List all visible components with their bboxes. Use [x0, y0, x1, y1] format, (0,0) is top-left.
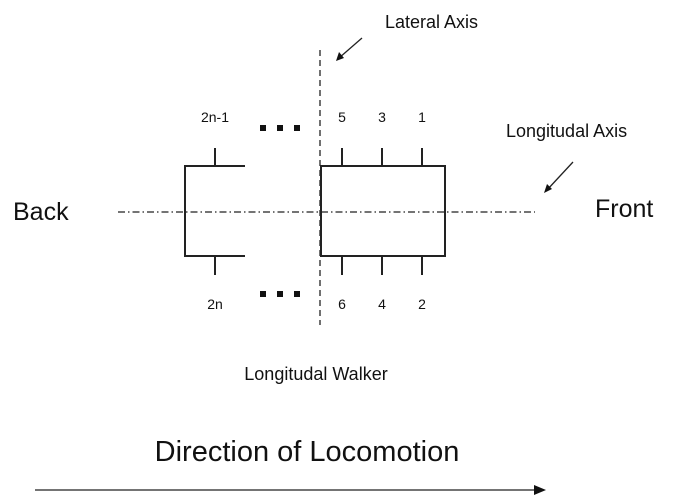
leg-label-4: 4 [378, 296, 386, 312]
body-front-segment [320, 165, 446, 257]
longitudinal-axis-pointer [546, 161, 574, 191]
longitudinal-axis-label: Longitudal Axis [506, 121, 627, 141]
body-rear-segment [184, 165, 245, 257]
leg-label-2n-1: 2n-1 [201, 109, 229, 125]
direction-arrowhead [534, 485, 546, 495]
lateral-axis-label: Lateral Axis [385, 12, 478, 32]
leg-label-2n: 2n [207, 296, 223, 312]
ellipsis-bottom [260, 291, 300, 297]
leg-label-6: 6 [338, 296, 346, 312]
front-label: Front [595, 195, 653, 223]
lateral-axis-arrowhead [336, 52, 344, 61]
leg-label-5: 5 [338, 109, 346, 125]
ellipsis-top [260, 125, 300, 131]
lateral-axis-pointer [338, 37, 363, 59]
leg-label-3: 3 [378, 109, 386, 125]
back-label: Back [13, 198, 69, 226]
longitudinal-axis-arrowhead [544, 184, 552, 193]
leg-label-1: 1 [418, 109, 426, 125]
direction-label: Direction of Locomotion [155, 436, 460, 468]
leg-label-2: 2 [418, 296, 426, 312]
walker-name-label: Longitudal Walker [244, 364, 387, 384]
